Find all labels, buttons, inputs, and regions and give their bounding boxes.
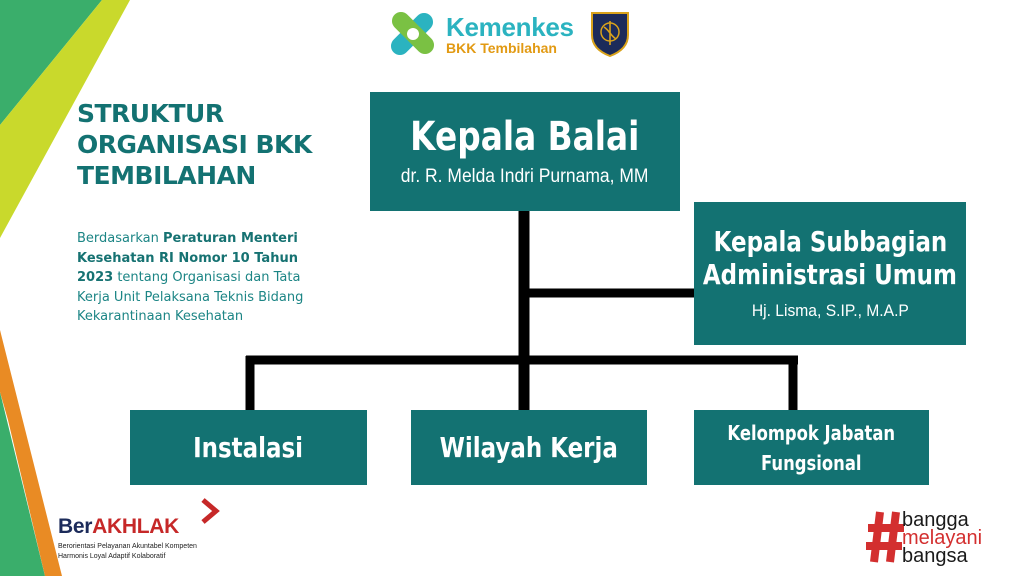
page-title-line-3: TEMBILAHAN	[77, 161, 256, 190]
regulation-reference: Peraturan Menteri Kesehatan RI Nomor 10 …	[77, 231, 298, 285]
kelompok-jabatan-label-line-2: Fungsional	[761, 450, 862, 475]
org-node-instalasi: Instalasi	[130, 410, 367, 485]
kepala-balai-name: dr. R. Melda Indri Purnama, MM	[401, 165, 649, 187]
berakhlak-name: AKHLAK	[92, 515, 179, 538]
org-node-kepala-balai: Kepala Balai dr. R. Melda Indri Purnama,…	[370, 92, 680, 211]
page-title-line-1: STRUKTUR	[77, 99, 224, 128]
description-text-2: tentang Organisasi dan Tata Kerja Unit P…	[77, 270, 304, 324]
kepala-subbagian-title-line-2: Administrasi Umum	[702, 257, 958, 291]
wilayah-kerja-label: Wilayah Kerja	[439, 430, 619, 464]
hashtag-word-melayani: melayani	[902, 527, 983, 549]
berakhlak-chevron-icon	[201, 498, 220, 524]
berakhlak-tagline-line-1: Berorientasi Pelayanan Akuntabel Kompete…	[58, 543, 197, 550]
kepala-subbagian-title-line-1: Kepala Subbagian	[713, 224, 947, 258]
berakhlak-tagline-line-2: Harmonis Loyal Adaptif Kolaboratif	[58, 553, 166, 560]
kepala-subbagian-name: Hj. Lisma, S.IP., M.A.P	[751, 300, 909, 320]
kemenkes-logo-name: Kemenkes	[446, 12, 574, 42]
berakhlak-logo: BerAKHLAK	[58, 515, 179, 539]
kepala-balai-title: Kepala Balai	[410, 113, 640, 160]
instalasi-label: Instalasi	[193, 430, 304, 464]
page-title-line-2: ORGANISASI BKK	[77, 130, 312, 159]
org-node-wilayah-kerja: Wilayah Kerja	[411, 410, 647, 485]
kemenkes-logo-subtitle: BKK Tembilahan	[446, 40, 557, 56]
hashtag-word-bangga: bangga	[902, 509, 969, 531]
hashtag-word-bangsa: bangsa	[902, 545, 968, 567]
berakhlak-prefix: Ber	[58, 515, 93, 538]
kelompok-jabatan-label-line-1: Kelompok Jabatan	[727, 420, 896, 445]
regulation-description: Berdasarkan Peraturan Menteri Kesehatan …	[77, 229, 317, 327]
org-node-kepala-subbagian: Kepala Subbagian Administrasi Umum Hj. L…	[694, 202, 966, 345]
hashtag-icon	[866, 511, 904, 563]
org-node-kelompok-jabatan-fungsional: Kelompok Jabatan Fungsional	[694, 410, 929, 485]
page-title: STRUKTUR ORGANISASI BKK TEMBILAHAN	[77, 98, 337, 191]
description-text-1: Berdasarkan	[77, 231, 163, 246]
kemenkes-logo-icon	[390, 11, 435, 56]
kkp-emblem-icon	[591, 12, 629, 57]
